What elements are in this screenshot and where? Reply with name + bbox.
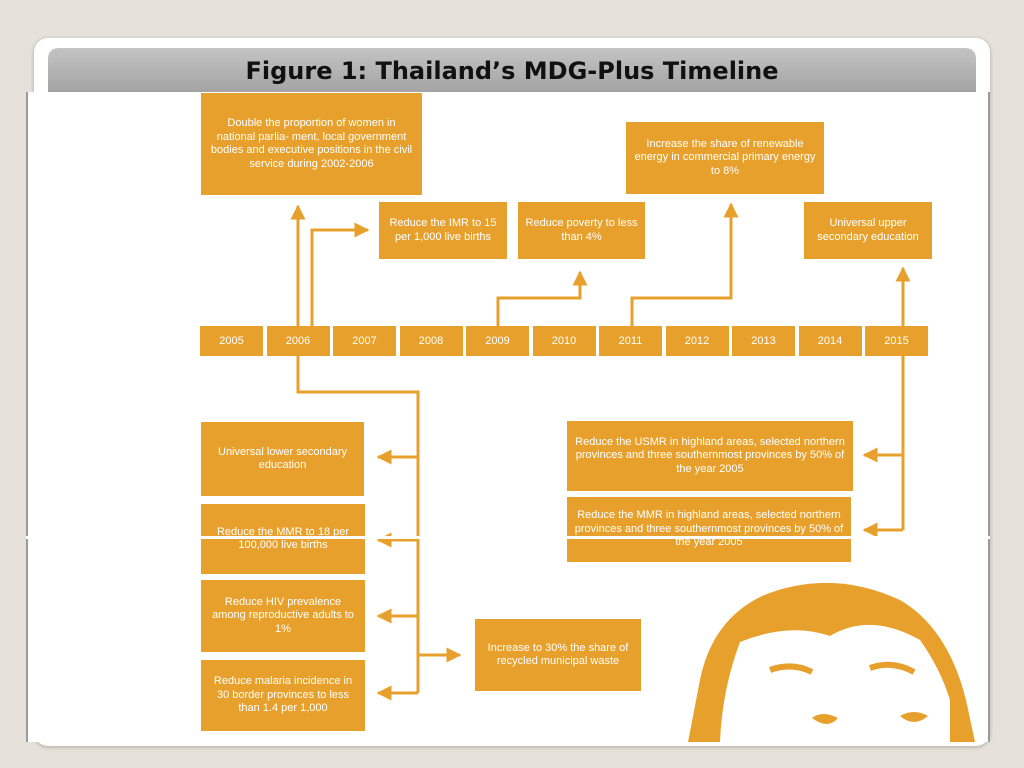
goal-upper-secondary: Universal upper secondary education bbox=[803, 202, 933, 259]
goal-recycled-waste: Increase to 30% the share of recycled mu… bbox=[474, 619, 642, 691]
goal-women-representation: Double the proportion of women in nation… bbox=[200, 93, 423, 195]
arrow-energy-goal bbox=[630, 202, 739, 326]
image-seam bbox=[26, 536, 990, 539]
arrow-poverty-goal bbox=[496, 270, 588, 326]
timeline-year: 2006 bbox=[266, 326, 332, 356]
timeline-year: 2009 bbox=[466, 326, 531, 356]
timeline-year: 2011 bbox=[599, 326, 664, 356]
timeline-year: 2015 bbox=[865, 326, 930, 356]
timeline-year: 2010 bbox=[532, 326, 598, 356]
goal-reduce-malaria: Reduce malaria incidence in 30 border pr… bbox=[200, 660, 366, 731]
timeline-year: 2013 bbox=[732, 326, 797, 356]
timeline-year: 2005 bbox=[200, 326, 265, 356]
goal-reduce-mmr: Reduce the MMR to 18 per 100,000 live bi… bbox=[200, 504, 366, 574]
connector-left-trunk bbox=[296, 356, 420, 693]
goal-reduce-hiv: Reduce HIV prevalence among reproductive… bbox=[200, 580, 366, 652]
timeline-year: 2012 bbox=[665, 326, 731, 356]
page-title: Figure 1: Thailand’s MDG-Plus Timeline bbox=[245, 57, 779, 85]
arrow-imr-goal bbox=[310, 222, 370, 326]
goal-reduce-imr: Reduce the IMR to 15 per 1,000 live birt… bbox=[378, 202, 508, 259]
goal-reduce-usmr: Reduce the USMR in highland areas, selec… bbox=[566, 421, 854, 491]
goal-reduce-poverty: Reduce poverty to less than 4% bbox=[517, 202, 646, 259]
goal-reduce-mmr-highland: Reduce the MMR in highland areas, select… bbox=[566, 497, 852, 562]
timeline-year: 2007 bbox=[333, 326, 398, 356]
title-bar bbox=[48, 48, 976, 94]
timeline-year: 2008 bbox=[399, 326, 465, 356]
goal-renewable-energy: Increase the share of renewable energy i… bbox=[625, 122, 825, 194]
timeline-year: 2014 bbox=[798, 326, 864, 356]
goal-lower-secondary: Universal lower secondary education bbox=[200, 422, 365, 496]
